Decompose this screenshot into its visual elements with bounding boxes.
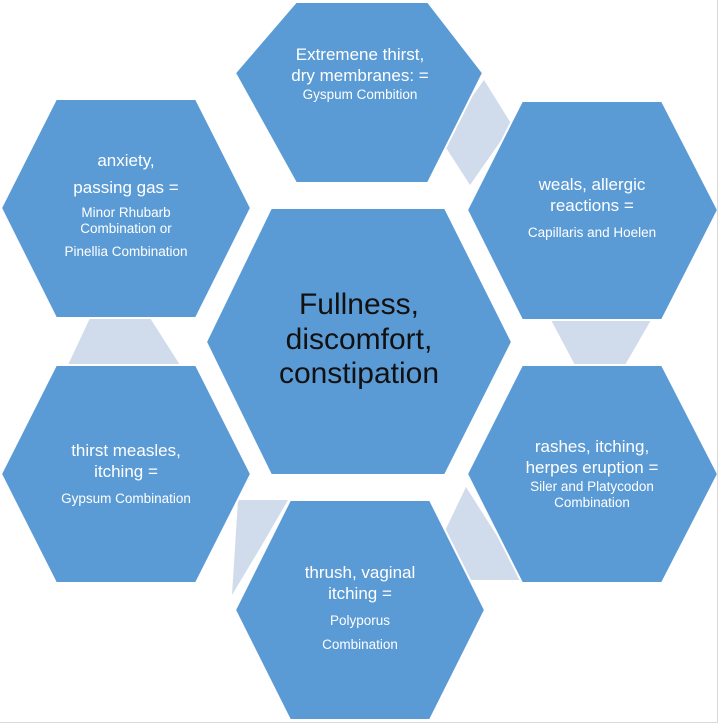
hexagon-lower-left-label: thirst measles, itching = Gypsum Combina… <box>26 440 226 507</box>
hexagon-upper-right <box>465 100 719 321</box>
hexagon-lower-right-remedy-1: Siler and Platycodon <box>530 478 654 494</box>
hexagon-bottom-heading-2: itching = <box>328 584 392 604</box>
connector-upper-right-lower-right <box>551 320 651 365</box>
center-line-2: discomfort, <box>285 322 433 356</box>
hexagon-bottom-heading-1: thrush, vaginal <box>304 563 416 582</box>
hexagon-top <box>233 0 485 184</box>
hexagon-lower-right-heading-2: herpes eruption = <box>525 458 659 478</box>
hexagon-lower-left-heading-2: itching = <box>94 462 158 482</box>
hexagon-bottom-remedy-1: Polyporus <box>329 612 391 628</box>
center-label: Fullness, discomfort, constipation <box>236 288 482 392</box>
center-line-1: Fullness, <box>298 288 420 321</box>
hexagon-top-heading-2: dry membranes: = <box>291 66 429 86</box>
hexagon-bottom-remedy-2: Combination <box>322 637 398 653</box>
hexagon-lower-left-remedy: Gypsum Combination <box>61 490 191 506</box>
hexagon-upper-right-heading-2: reactions = <box>550 196 634 216</box>
hexagon-bottom-label: thrush, vaginal itching = Polyporus Comb… <box>260 562 460 654</box>
connector-lower-left-upper-left <box>68 318 180 365</box>
hexagon-upper-left-remedy-2: Combination or <box>80 221 172 237</box>
hexagon-upper-left-remedy-1: Minor Rhubarb <box>81 204 171 220</box>
hexagon-center <box>204 207 514 476</box>
hexagon-upper-right-label: weals, allergic reactions = Capillaris a… <box>492 174 692 241</box>
hexagon-upper-right-heading-1: weals, allergic <box>538 175 646 194</box>
connector-lower-right-bottom <box>443 487 525 580</box>
connector-bottom-lower-left <box>232 500 288 595</box>
hexagon-top-remedy: Gyspum Combition <box>302 86 418 102</box>
hexagon-upper-left-heading-2: passing gas = <box>73 178 179 198</box>
hexagon-lower-left-heading-1: thirst measles, <box>71 441 181 460</box>
hexagon-upper-right-remedy: Capillaris and Hoelen <box>527 224 657 240</box>
hexagon-lower-right <box>465 364 719 584</box>
hexagon-top-heading-1: Extremene thirst, <box>295 45 425 64</box>
center-line-3: constipation <box>278 357 440 390</box>
hexagon-upper-left-heading-1: anxiety, <box>97 151 155 170</box>
hexagon-lower-right-remedy-2: Combination <box>554 495 630 511</box>
hexagon-upper-left-label: anxiety, passing gas = Minor Rhubarb Com… <box>26 150 226 261</box>
hexagon-bottom <box>233 499 487 721</box>
hexagon-lower-right-label: rashes, itching, herpes eruption = Siler… <box>487 436 697 512</box>
hexagon-lower-right-heading-1: rashes, itching, <box>534 437 650 456</box>
hexagon-upper-left-remedy-3: Pinellia Combination <box>64 244 188 260</box>
hexagon-lower-left <box>0 364 253 584</box>
hexagon-upper-left <box>0 98 253 319</box>
hexagon-top-label: Extremene thirst, dry membranes: = Gyspu… <box>260 44 460 103</box>
connector-top-upper-right <box>441 80 512 185</box>
